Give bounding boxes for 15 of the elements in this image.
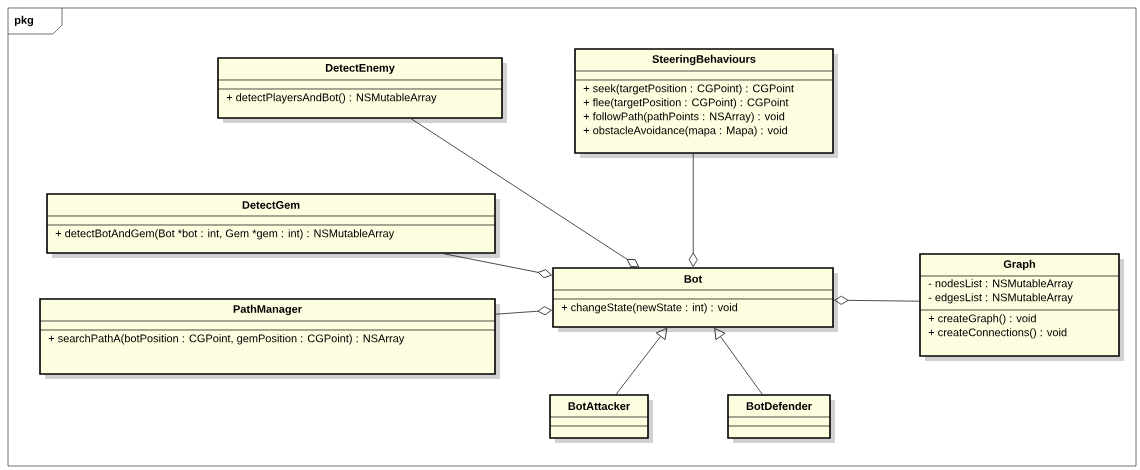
class-box: BotAttacker	[549, 394, 653, 443]
aggregation-line	[410, 118, 639, 268]
class-box: DetectEnemy + detectPlayersAndBot() : NSMutableArray	[217, 57, 507, 123]
class-box: Graph - nodesList : NSMutableArray - edgesList : NSMutableArray + createGraph() : void + createConnections() : void	[919, 253, 1124, 361]
class-box: SteeringBehaviours + seek(targetPosition : CGPoint) : CGPoint + flee(targetPosition : CGPoint) : CGPoint + followPath(pathPoints : NSArray) : void + obstacleAvoidance(mapa : Mapa) : void	[574, 48, 838, 158]
class-box: Bot + changeState(newState : int) : void	[552, 267, 838, 332]
generalization-arrow	[714, 328, 763, 395]
class-box: PathManager + searchPathA(botPosition : CGPoint, gemPosition : CGPoint) : NSArray	[39, 298, 500, 379]
aggregation-line	[834, 295, 920, 305]
class-box: DetectGem + detectBotAndGem(Bot *bot : int, Gem *gem : int) : NSMutableArray	[46, 193, 500, 258]
aggregation-line	[688, 153, 698, 267]
aggregation-line	[443, 253, 552, 279]
class-box: BotDefender	[727, 394, 835, 443]
aggregation-line	[495, 306, 552, 316]
generalization-arrow	[615, 328, 668, 395]
